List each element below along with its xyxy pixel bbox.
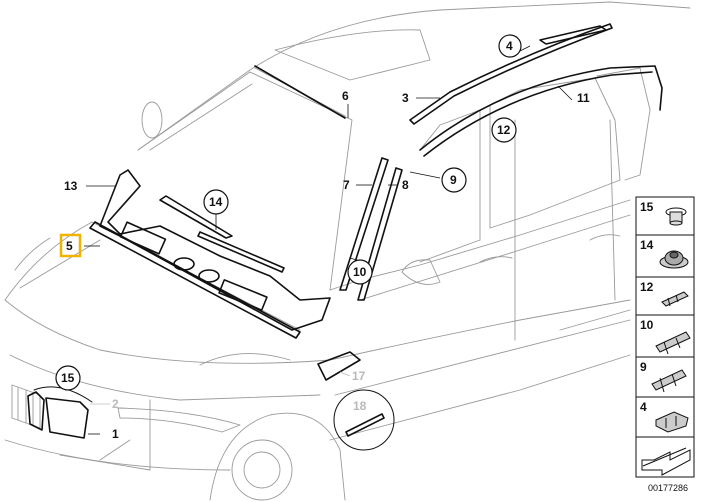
diagram-code: 00177286: [648, 483, 688, 493]
svg-text:12: 12: [640, 280, 654, 294]
svg-text:14: 14: [640, 238, 654, 252]
clip-icon: [661, 291, 689, 307]
clip-icon: [665, 207, 687, 226]
callout-9-circle: [441, 167, 467, 193]
svg-text:10: 10: [640, 318, 654, 332]
panel-item-14[interactable]: 14: [635, 234, 695, 278]
clip-icon: [651, 369, 687, 393]
callout-3: 3: [402, 91, 409, 105]
selected-callout-box: [59, 233, 82, 258]
callout-14-circle: [203, 189, 229, 215]
callout-4: 4: [506, 39, 513, 53]
panel-arrow-box: [635, 436, 695, 478]
callout-2: 2: [112, 397, 119, 411]
svg-text:15: 15: [640, 200, 654, 214]
arrow-icon: [641, 447, 691, 476]
panel-item-9[interactable]: 9: [635, 356, 695, 398]
highlighted-parts: [27, 23, 663, 451]
svg-text:4: 4: [640, 400, 647, 414]
callout-13: 13: [64, 179, 78, 193]
callout-12: 12: [497, 123, 511, 137]
parts-panel: 15 14 12: [635, 196, 695, 478]
callout-11: 11: [577, 91, 590, 105]
callout-10-circle: [347, 259, 373, 285]
clip-icon: [655, 411, 689, 433]
callout-5: 5: [66, 239, 73, 253]
svg-text:9: 9: [640, 360, 647, 374]
callout-17: 17: [352, 369, 366, 383]
car-outline: [4, 1, 691, 501]
callout-18: 18: [353, 399, 367, 413]
panel-item-4[interactable]: 4: [635, 396, 695, 438]
callout-6: 6: [342, 89, 349, 103]
callout-4-circle: [498, 34, 522, 58]
callout-9: 9: [450, 173, 457, 187]
callout-15: 15: [61, 371, 75, 385]
callout-labels: 13 5 6 3 4 11 12 7 8 9 14 10 15 2 1 17 1…: [55, 34, 590, 441]
callout-10: 10: [353, 265, 367, 279]
panel-item-12[interactable]: 12: [635, 276, 695, 316]
callout-1: 1: [112, 427, 119, 441]
grommet-icon: [659, 250, 689, 269]
clip-icon: [655, 331, 691, 355]
callout-15-circle: [55, 365, 81, 391]
callout-7: 7: [343, 178, 350, 192]
callout-14: 14: [209, 195, 223, 209]
panel-item-10[interactable]: 10: [635, 314, 695, 358]
callout-12-circle: [491, 117, 517, 143]
panel-item-15[interactable]: 15: [635, 196, 695, 236]
callout-8: 8: [402, 178, 409, 192]
